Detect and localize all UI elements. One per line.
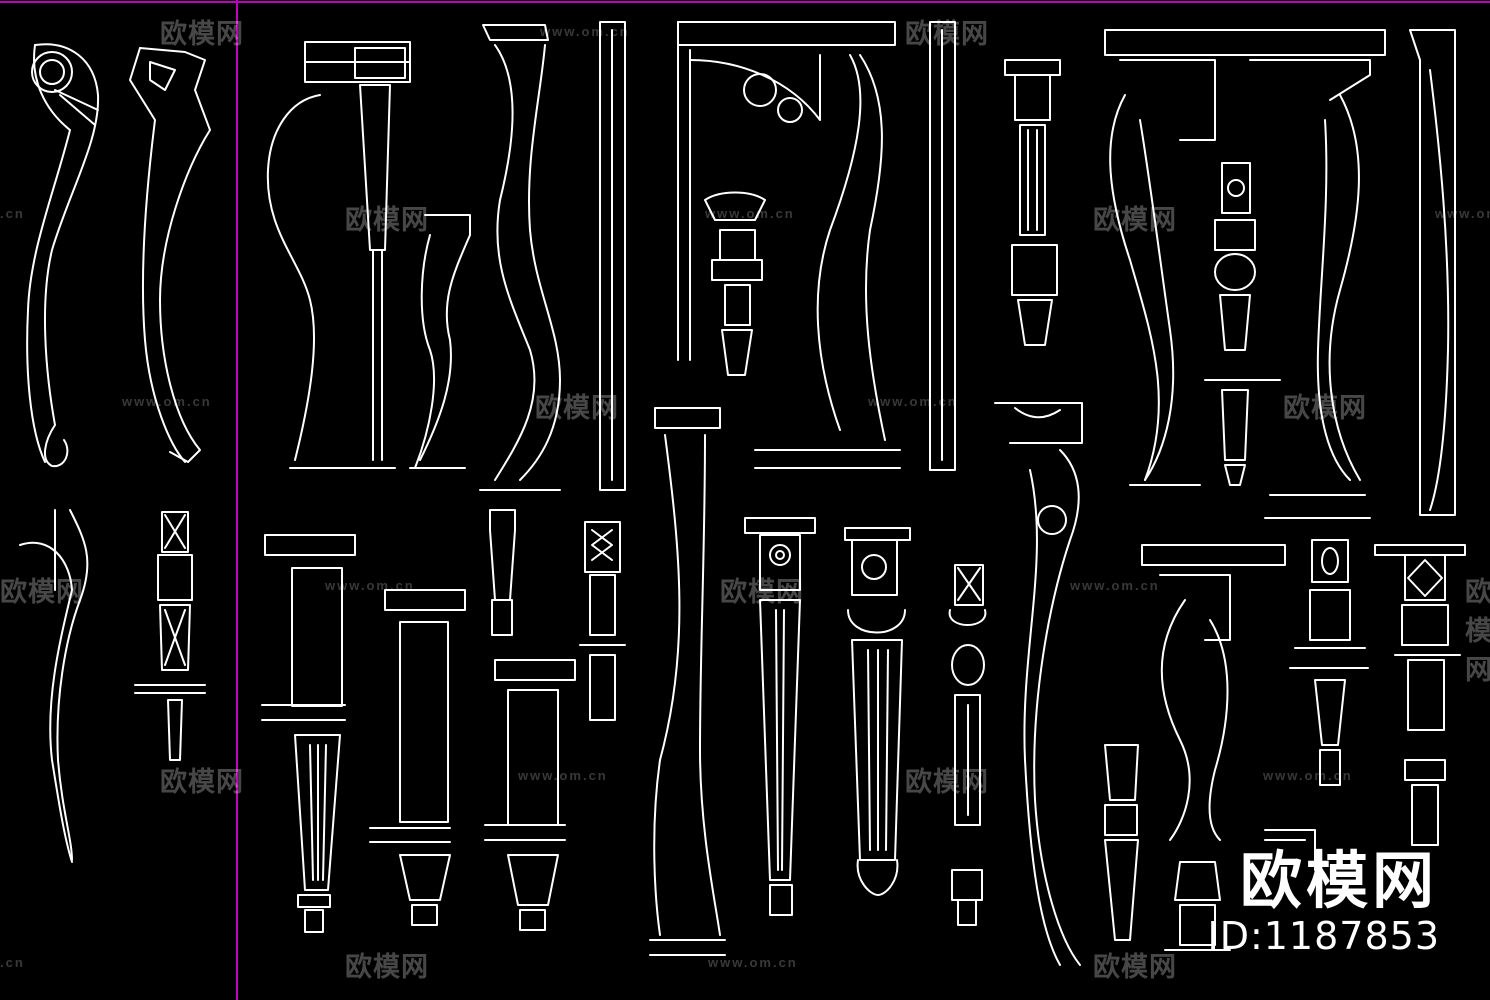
watermark-url: www.om.cn <box>1435 206 1490 221</box>
turned-leg-7 <box>1104 744 1139 941</box>
console-leg-1 <box>266 41 411 469</box>
cabriole-leg-4 <box>409 214 471 469</box>
watermark-url: www.om.cn <box>540 24 630 39</box>
watermark-url: www.om.cn <box>1263 768 1353 783</box>
console-table-2 <box>1104 29 1386 519</box>
watermark-url: www.om.cn <box>1070 578 1160 593</box>
cabriole-leg-6 <box>649 407 726 956</box>
tapered-leg-2 <box>844 527 911 896</box>
watermark-brand: 欧模网 <box>1093 205 1177 236</box>
cabriole-leg-7 <box>994 402 1083 966</box>
cabriole-leg-5 <box>479 24 561 491</box>
tapered-leg-1 <box>744 517 816 916</box>
brand-logo-text: 欧模网 <box>1239 844 1438 917</box>
turned-leg-4 <box>489 509 516 636</box>
column-leg-2 <box>369 589 466 926</box>
watermark-brand: 欧模网 <box>1465 577 1490 686</box>
watermark-url: www.om.cn <box>325 578 415 593</box>
watermark-url: .cn <box>0 955 25 970</box>
watermark-brand: 欧模网 <box>1093 952 1177 983</box>
watermark-url: www.om.cn <box>868 394 958 409</box>
watermark-brand: 欧模网 <box>1283 393 1367 424</box>
turned-leg-3 <box>1204 162 1281 486</box>
column-leg-1 <box>261 534 356 933</box>
watermark-brand: 欧模网 <box>720 577 804 608</box>
watermark-brand: 欧模网 <box>160 767 244 798</box>
watermark-url: www.om.cn <box>705 206 795 221</box>
turned-leg-6 <box>948 564 987 926</box>
turned-leg-2 <box>704 191 766 376</box>
fluted-leg-1 <box>1004 59 1061 346</box>
turned-leg-1 <box>134 511 206 761</box>
watermark-brand: 欧模网 <box>160 19 244 50</box>
watermark-brand: 欧模网 <box>905 19 989 50</box>
watermark-brand: 欧模网 <box>345 205 429 236</box>
cabriole-leg-2 <box>129 47 211 463</box>
slim-leg-1 <box>599 21 626 491</box>
watermark-brand: 欧模网 <box>0 577 84 608</box>
turned-leg-8 <box>1164 861 1231 951</box>
cabriole-leg-3 <box>19 509 89 863</box>
column-leg-3 <box>484 659 576 931</box>
console-table-1 <box>677 21 901 469</box>
watermark-brand: 欧模网 <box>345 952 429 983</box>
turned-leg-9 <box>1289 539 1369 786</box>
turned-leg-5 <box>579 521 626 721</box>
cabriole-leg-1 <box>26 43 100 468</box>
watermark-brand: 欧模网 <box>905 767 989 798</box>
watermark-url: www.om.cn <box>122 394 212 409</box>
watermark-url: www.om.cn <box>708 955 798 970</box>
turned-leg-10 <box>1374 544 1466 846</box>
corner-bracket-1 <box>1264 829 1316 871</box>
watermark-brand: 欧模网 <box>535 393 619 424</box>
slim-leg-2 <box>929 21 956 471</box>
model-id-label: ID:1187853 <box>1207 914 1440 958</box>
console-leg-2 <box>1141 544 1286 841</box>
slim-leg-3 <box>1409 29 1456 516</box>
watermark-url: .cn <box>0 206 25 221</box>
watermark-url: www.om.cn <box>518 768 608 783</box>
